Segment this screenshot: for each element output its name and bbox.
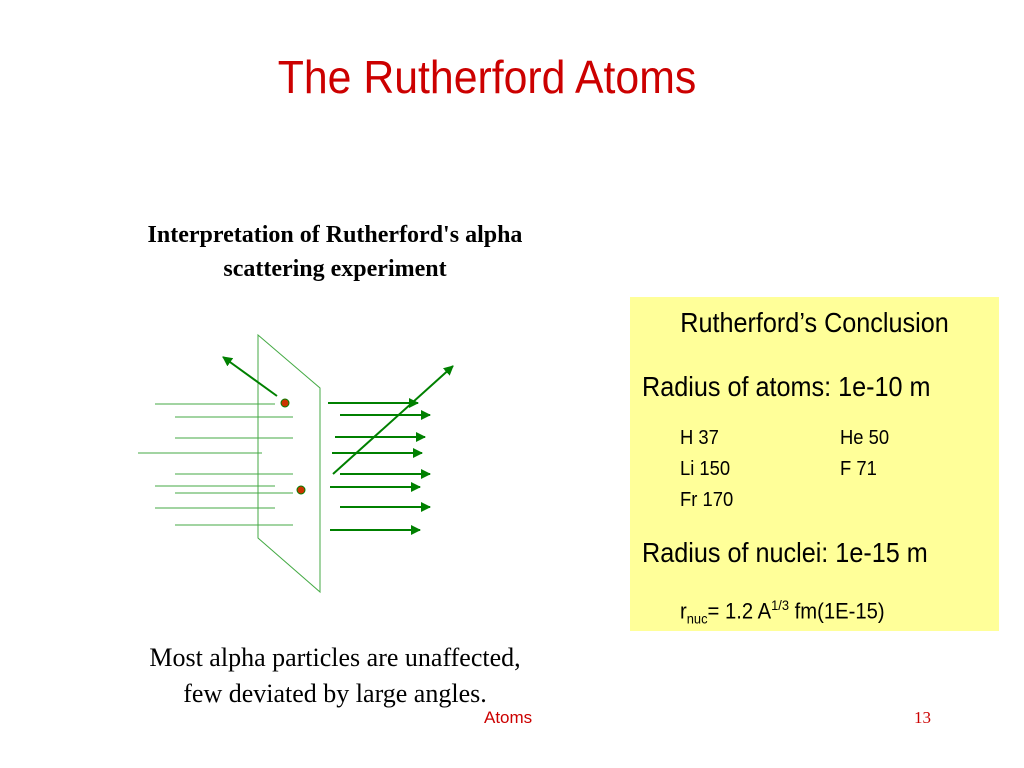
atom-radius-text: Radius of atoms: 1e-10 m xyxy=(642,371,931,402)
arrow-icon xyxy=(222,356,278,397)
formula-tail: fm(1E-15) xyxy=(789,598,885,624)
nuclei-radius-text: Radius of nuclei: 1e-15 m xyxy=(642,537,928,568)
element-radius: Fr 170 xyxy=(680,489,734,511)
formula-middle: = 1.2 A xyxy=(707,598,772,624)
incoming-beam xyxy=(138,403,293,526)
element-radius: F 71 xyxy=(840,458,877,480)
nucleus-dot xyxy=(296,485,306,495)
caption-line-2: scattering experiment xyxy=(223,256,447,282)
formula-subscript: nuc xyxy=(686,610,708,627)
caption-line-1: Interpretation of Rutherford's alpha xyxy=(147,222,523,248)
observation-line-1: Most alpha particles are unaffected, xyxy=(149,643,521,672)
formula-r: r xyxy=(680,598,687,624)
nucleus-dot xyxy=(280,398,290,408)
element-radius: He 50 xyxy=(840,427,890,449)
slide-title: The Rutherford Atoms xyxy=(277,51,697,103)
scattering-diagram xyxy=(138,333,454,594)
footer-section-label: Atoms xyxy=(484,708,533,727)
diagram-caption: Interpretation of Rutherford's alpha sca… xyxy=(80,218,590,286)
gold-foil xyxy=(257,333,321,594)
formula-superscript: 1/3 xyxy=(771,597,790,613)
nuclear-radius-formula: rnuc= 1.2 A1/3 fm(1E-15) xyxy=(680,597,885,627)
transmitted-beam xyxy=(222,356,454,535)
element-radius: H 37 xyxy=(680,427,719,449)
page-number: 13 xyxy=(914,708,931,727)
arrow-icon xyxy=(332,365,454,475)
element-radius: Li 150 xyxy=(680,458,731,480)
conclusion-heading: Rutherford’s Conclusion xyxy=(680,307,949,338)
observation-text: Most alpha particles are unaffected, few… xyxy=(60,640,610,712)
conclusion-box: Rutherford’s Conclusion Radius of atoms:… xyxy=(630,297,999,631)
observation-line-2: few deviated by large angles. xyxy=(183,679,487,708)
